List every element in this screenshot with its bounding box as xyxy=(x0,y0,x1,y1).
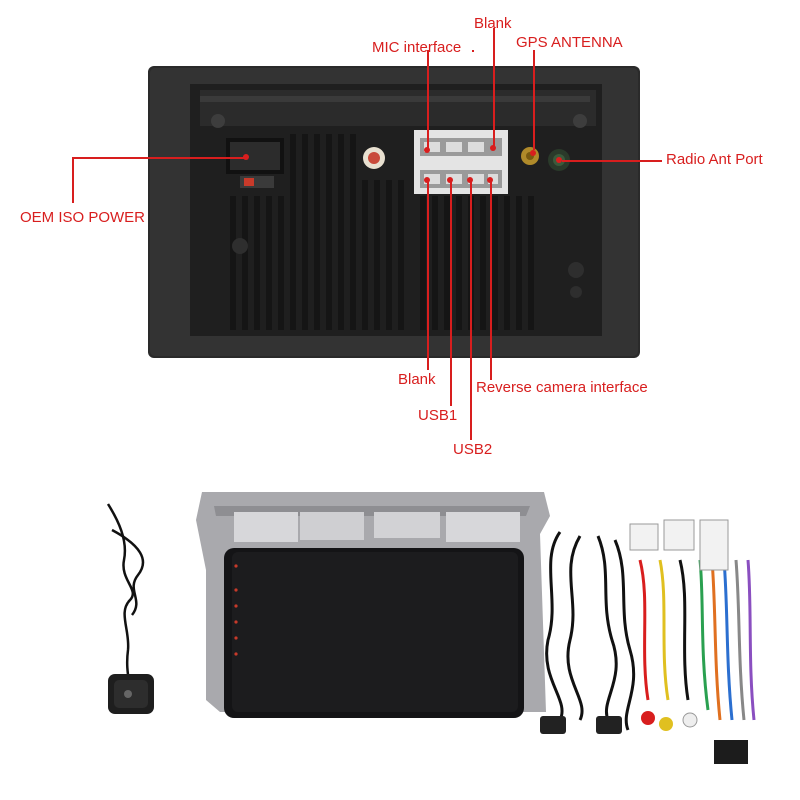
label-blank-top: Blank xyxy=(474,15,512,32)
wiring-harness-icon xyxy=(638,559,756,721)
usb-cable-icon xyxy=(545,531,636,731)
label-mic-interface: MIC interface xyxy=(372,39,462,56)
callout-line xyxy=(72,157,74,203)
callout-line xyxy=(72,157,246,159)
harness-plug xyxy=(714,740,748,764)
car-stereo-front-unit xyxy=(196,492,550,718)
callout-dot xyxy=(424,177,430,183)
callout-dot xyxy=(490,145,496,151)
callout-line xyxy=(472,50,474,52)
callout-line xyxy=(490,180,492,380)
harness-connector xyxy=(629,523,659,551)
callout-dot xyxy=(447,177,453,183)
label-blank-bottom: Blank xyxy=(398,371,436,388)
usb-plug xyxy=(540,716,566,734)
harness-connector xyxy=(699,519,729,571)
callout-line xyxy=(533,50,535,150)
rca-plug xyxy=(659,717,673,731)
callout-line xyxy=(427,180,429,370)
gps-antenna-icon xyxy=(106,503,154,714)
label-gps-antenna: GPS ANTENNA xyxy=(516,34,623,51)
label-usb2: USB2 xyxy=(453,441,493,458)
callout-line xyxy=(427,50,429,150)
callout-dot xyxy=(467,177,473,183)
harness-connector xyxy=(663,519,695,551)
usb-plug xyxy=(596,716,622,734)
callout-dot xyxy=(530,150,536,156)
callout-dot xyxy=(487,177,493,183)
label-radio-ant-port: Radio Ant Port xyxy=(666,151,763,168)
callout-dot xyxy=(424,147,430,153)
label-reverse-camera-interface: Reverse camera interface xyxy=(476,379,648,396)
callout-line xyxy=(562,160,662,162)
callout-dot xyxy=(556,157,562,163)
callout-dot xyxy=(243,154,249,160)
label-usb1: USB1 xyxy=(418,407,458,424)
callout-line xyxy=(470,180,472,440)
rca-plug xyxy=(641,711,655,725)
callout-line xyxy=(450,180,452,406)
label-oem-iso-power: OEM ISO POWER xyxy=(20,209,146,226)
callout-line xyxy=(493,28,495,148)
rca-plug xyxy=(682,712,698,728)
